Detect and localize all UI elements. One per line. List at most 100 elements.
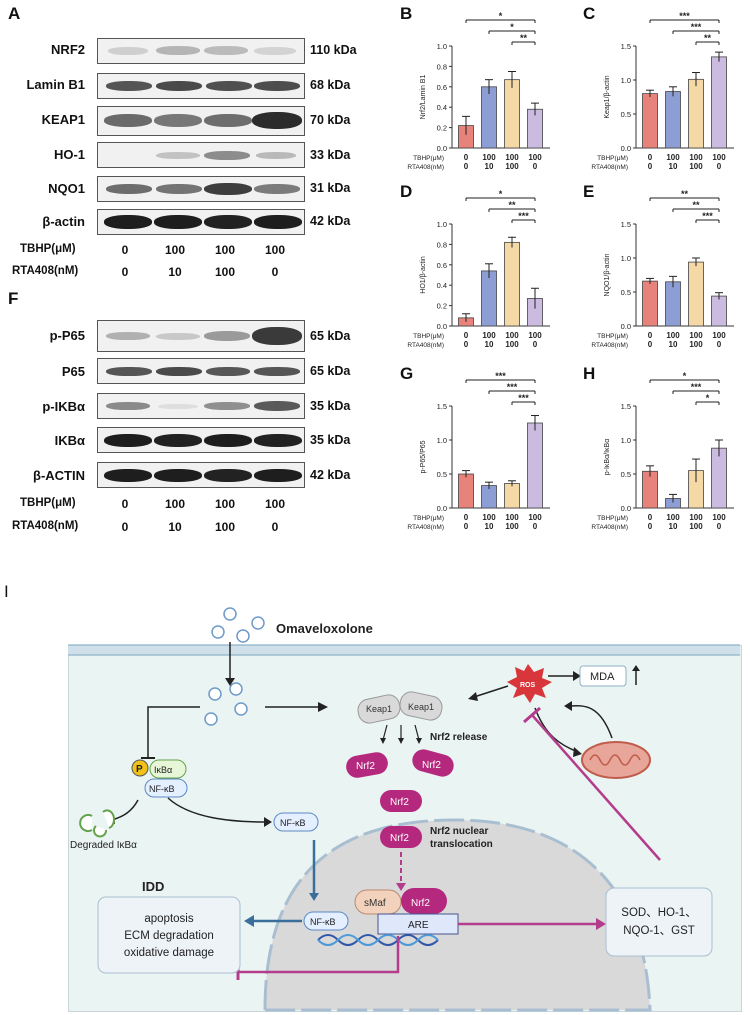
y-tick-label: 0.4 [437,103,447,112]
y-tick-label: 0.0 [437,504,447,513]
sig-label: * [683,371,687,381]
sig-label: *** [518,393,529,403]
bar [642,280,658,327]
nfkb-shape [144,778,188,798]
row-value: 0 [717,340,722,349]
y-tick-label: 0.0 [621,144,631,153]
panel-label-a: A [8,4,21,23]
phospho-icon [131,759,149,777]
row-value: 100 [482,153,496,162]
nfkb-label: NF-κB [280,818,306,828]
panel-label-g: G [400,364,414,383]
row-value: 100 [482,331,496,340]
row-label: TBHP(μM) [597,155,628,162]
row-value: 0 [648,331,653,340]
sig-label: ** [520,33,528,43]
rta-value: 0 [121,520,129,534]
nfkb-label: NF-κB [310,917,336,927]
row-value: 10 [485,340,494,349]
row-label: RTA408(nM) [407,342,444,349]
row-value: 0 [464,153,469,162]
row-value: 10 [485,522,494,531]
tbhp-value: 100 [164,497,186,511]
row-label: TBHP(μM) [413,155,444,162]
tbhp-label: TBHP(μM) [20,243,76,255]
panel-label-h: H [583,364,596,383]
row-value: 100 [528,331,542,340]
row-value: 10 [669,340,678,349]
nfkb-label: NF-κB [149,784,175,794]
row-value: 0 [648,162,653,171]
tbhp-value: 0 [121,497,129,511]
bar [481,86,497,149]
row-value: 10 [669,162,678,171]
bar [665,281,681,327]
y-tick-label: 0.5 [621,110,631,119]
row-value: 100 [712,153,726,162]
tbhp-value: 100 [164,243,186,257]
row-label: TBHP(μM) [413,515,444,522]
row-label: RTA408(nM) [407,524,444,531]
blot-strip-laminb1 [97,73,305,99]
drug-molecules [204,607,265,726]
sig-label: * [499,11,503,21]
sig-label: *** [691,22,702,32]
y-axis-label: Keap1/β-actin [604,75,611,118]
nrf2-label: Nrf2 [356,761,375,772]
blot-strip-nrf2 [97,38,305,64]
protein-label: β-actin [42,214,85,229]
kda-label: 31 kDa [310,181,351,195]
y-tick-label: 1.0 [437,436,447,445]
bar [504,241,520,327]
row-label: TBHP(μM) [413,333,444,340]
nrf2-label: Nrf2 [411,898,430,909]
row-label: TBHP(μM) [597,515,628,522]
nrf2-shape [346,752,388,778]
idd-title: IDD [142,879,164,894]
blot-strip-pp65 [97,320,305,352]
rta-label: RTA408(nM) [12,520,79,532]
bar [642,93,658,149]
sig-label: ** [508,200,516,210]
ikba-shape [149,759,187,779]
bar [504,483,520,509]
y-tick-label: 1.0 [621,76,631,85]
kda-label: 33 kDa [310,148,351,162]
panel-label-e: E [583,182,595,201]
blot-strip-nqo1 [97,176,305,202]
row-value: 0 [464,331,469,340]
sig-label: *** [691,382,702,392]
row-value: 100 [528,153,542,162]
row-value: 0 [533,340,538,349]
bar [665,91,681,149]
y-tick-label: 0.6 [437,83,447,92]
y-tick-label: 1.5 [621,402,631,411]
row-value: 0 [648,153,653,162]
kda-label: 70 kDa [310,113,351,127]
kda-label: 68 kDa [310,78,351,92]
bar [711,447,727,509]
sig-label: ** [681,189,689,199]
row-value: 100 [689,513,703,522]
row-label: TBHP(μM) [597,333,628,340]
sig-label: *** [518,211,529,221]
y-axis-label: p-P65/P65 [420,440,427,473]
enzymes-line: NQO-1、GST [623,925,695,937]
tbhp-value: 100 [214,243,236,257]
row-label: RTA408(nM) [407,164,444,171]
tbhp-value: 100 [264,497,286,511]
tbhp-value: 100 [214,497,236,511]
row-value: 100 [505,162,519,171]
row-value: 0 [533,162,538,171]
y-axis-label: NQO1/β-actin [604,253,611,296]
row-label: RTA408(nM) [591,164,628,171]
y-tick-label: 1.0 [621,436,631,445]
idd-line: apoptosis [144,913,193,925]
row-value: 100 [482,513,496,522]
row-value: 0 [464,522,469,531]
keap1-label: Keap1 [408,702,434,712]
mda-box [579,665,627,687]
western-blot-a: NRF2 110 kDa Lamin B1 68 kDa KEAP1 70 kD… [0,0,380,290]
sig-label: ** [704,33,712,43]
sig-label: * [706,393,710,403]
